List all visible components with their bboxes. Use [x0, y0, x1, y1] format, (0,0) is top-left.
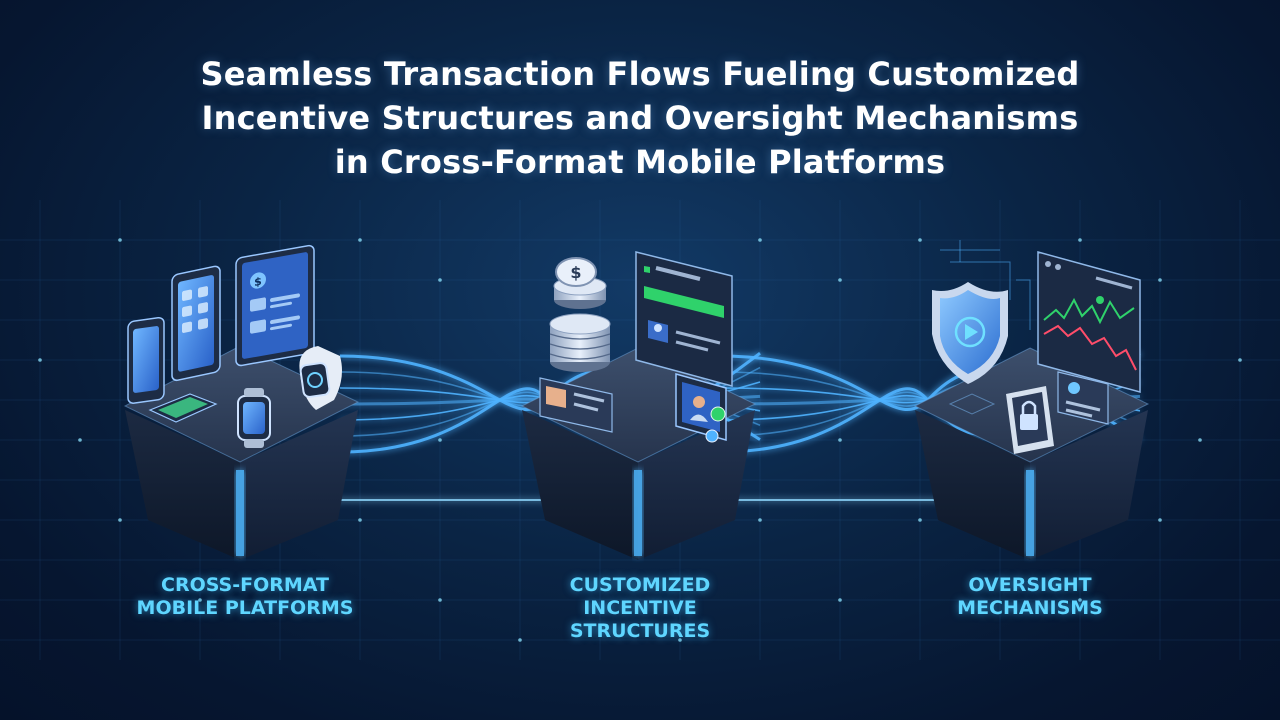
label-line: Mechanisms	[957, 597, 1103, 619]
coin-stack-icon: $	[549, 257, 611, 372]
shield-icon	[932, 282, 1008, 384]
pedestal-left-side	[915, 410, 1030, 560]
pedestal-glow-strip	[1026, 470, 1034, 556]
large-tablet-icon: $	[235, 244, 315, 367]
analytics-chart-icon	[1037, 251, 1141, 393]
pedestal-left-side	[522, 410, 638, 560]
node-mobile-platforms: $	[123, 244, 360, 560]
coin-symbol: $	[570, 263, 581, 282]
label-line: Incentive	[583, 597, 697, 619]
pedestal-glow-strip	[236, 470, 244, 556]
label-mobile-platforms: Cross-Format Mobile Platforms	[90, 574, 400, 620]
pedestal-left-side	[125, 410, 240, 560]
smartwatch-side-icon	[299, 346, 342, 410]
card-reader-icon	[148, 393, 218, 423]
phone-icon	[127, 316, 165, 404]
circuit-lines	[940, 240, 1031, 330]
chip-outline	[948, 393, 996, 415]
pedestal-glow-strip	[634, 470, 642, 556]
label-line: Oversight	[968, 574, 1092, 596]
label-line: Mobile Platforms	[136, 597, 354, 619]
dollar-badge-symbol: $	[254, 275, 262, 289]
label-incentive-structures: Customized Incentive Structures	[510, 574, 770, 643]
title-line-1: Seamless Transaction Flows Fueling Custo…	[200, 55, 1080, 93]
dollar-badge-icon	[250, 272, 266, 289]
label-line: Customized	[569, 574, 711, 596]
label-line: Structures	[569, 620, 711, 642]
title-line-2: Incentive Structures and Oversight Mecha…	[201, 99, 1079, 137]
profile-card-icon	[539, 377, 613, 433]
node-incentive-structures: $	[520, 251, 757, 560]
pedestal-right-side	[638, 410, 755, 560]
user-tablet-icon	[675, 373, 727, 443]
node-oversight-mechanisms	[913, 240, 1150, 560]
label-line: Cross-Format	[161, 574, 329, 596]
check-badge-icon	[710, 406, 726, 422]
diagram-title: Seamless Transaction Flows Fueling Custo…	[90, 52, 1190, 184]
tablet-icon	[171, 265, 221, 382]
title-line-3: in Cross-Format Mobile Platforms	[334, 143, 946, 181]
lock-icon	[1006, 386, 1054, 454]
pedestal-right-side	[240, 410, 358, 560]
smartwatch-icon	[237, 388, 271, 448]
label-oversight-mechanisms: Oversight Mechanisms	[900, 574, 1160, 620]
user-card-icon	[1057, 371, 1109, 425]
pedestal-right-side	[1030, 410, 1148, 560]
incentive-dashboard-icon	[635, 251, 733, 387]
info-badge-icon	[705, 429, 719, 443]
